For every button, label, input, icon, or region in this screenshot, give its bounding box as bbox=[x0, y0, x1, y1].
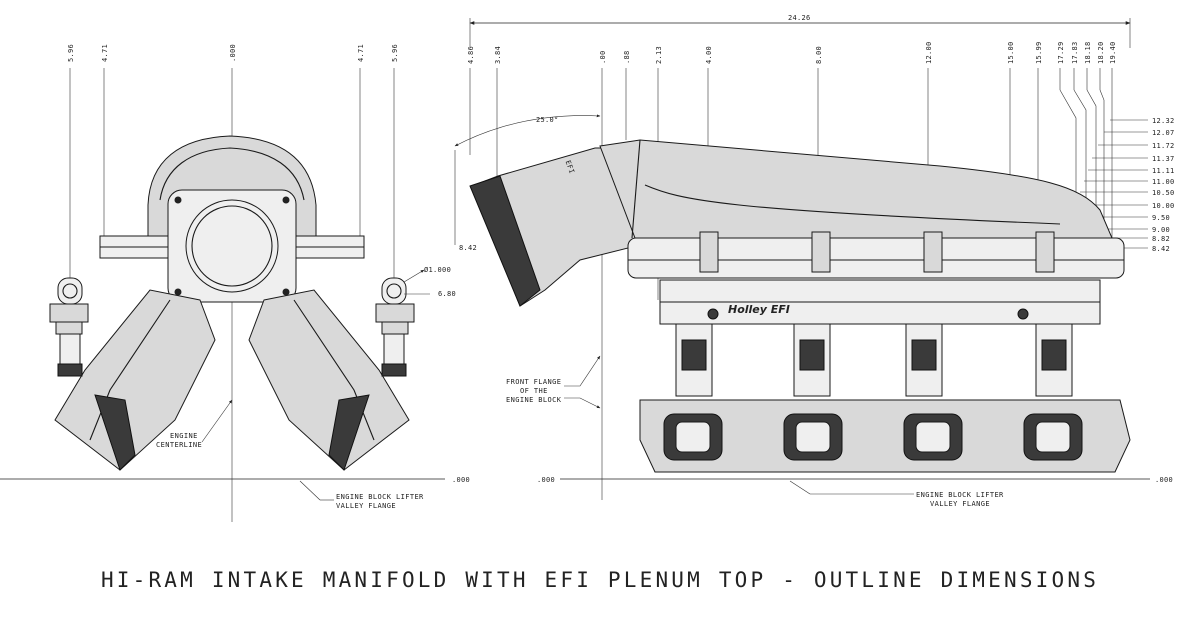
right-dim-1: 12.32 bbox=[1152, 117, 1175, 125]
right-runner bbox=[248, 289, 410, 471]
engine-centerline-note-1: ENGINE bbox=[170, 432, 198, 440]
side-plenum bbox=[599, 139, 1113, 239]
right-dim-7: 10.50 bbox=[1152, 189, 1175, 197]
angle-label: 25.0° bbox=[536, 116, 559, 124]
side-dim-5: 2.13 bbox=[655, 46, 663, 64]
side-dim-3: .00 bbox=[599, 50, 607, 64]
drawing-title: HI-RAM INTAKE MANIFOLD WITH EFI PLENUM T… bbox=[100, 568, 1100, 592]
side-injectors bbox=[675, 323, 1073, 397]
side-dim-9: 15.00 bbox=[1007, 41, 1015, 64]
side-logo: Holley EFI bbox=[728, 303, 790, 316]
side-lower-base bbox=[639, 399, 1131, 473]
right-dim-6: 11.00 bbox=[1152, 178, 1175, 186]
side-view: 24.26 .000 .000 4.86 3.84 .00 .88 2.13 4… bbox=[454, 14, 1175, 508]
front-lifter-note-1: ENGINE BLOCK LIFTER bbox=[336, 493, 424, 501]
right-dim-2: 12.07 bbox=[1152, 129, 1175, 137]
front-flange-note-2: OF THE bbox=[520, 387, 548, 395]
front-dim-3: .000 bbox=[229, 44, 237, 62]
side-throttle-flange bbox=[469, 175, 541, 307]
side-dim-11: 17.29 bbox=[1057, 41, 1065, 64]
intake-ports bbox=[663, 413, 1083, 461]
left-runner bbox=[54, 289, 216, 471]
flange-clips bbox=[699, 231, 1055, 273]
left-height-label: 8.42 bbox=[459, 244, 477, 252]
front-flange-note-3: ENGINE BLOCK bbox=[506, 396, 562, 404]
front-dim-1: 5.96 bbox=[67, 44, 75, 62]
front-baseline-label: .000 bbox=[452, 476, 470, 484]
right-dim-10: 9.00 bbox=[1152, 226, 1170, 234]
side-lifter-note-1: ENGINE BLOCK LIFTER bbox=[916, 491, 1004, 499]
side-dim-15: 19.40 bbox=[1109, 41, 1117, 64]
engine-centerline-note-2: CENTERLINE bbox=[156, 441, 202, 449]
right-dim-12: 8.42 bbox=[1152, 245, 1170, 253]
side-dim-4: .88 bbox=[623, 50, 631, 64]
right-dim-8: 10.00 bbox=[1152, 202, 1175, 210]
diameter-label: Ø1.000 bbox=[424, 266, 451, 274]
front-view: .000 5.96 4.71 .000 4.71 5.96 bbox=[0, 44, 470, 522]
side-dim-2: 3.84 bbox=[494, 46, 502, 64]
side-dim-12: 17.83 bbox=[1071, 41, 1079, 64]
overall-length-label: 24.26 bbox=[788, 14, 811, 22]
throttle-bore bbox=[185, 199, 279, 293]
angle-arc bbox=[454, 114, 601, 147]
front-lifter-note-2: VALLEY FLANGE bbox=[336, 502, 396, 510]
right-injector bbox=[375, 277, 415, 377]
front-dim-2: 4.71 bbox=[101, 44, 109, 62]
side-dim-10: 15.99 bbox=[1035, 41, 1043, 64]
height-label: 6.80 bbox=[438, 290, 456, 298]
side-dim-14: 18.20 bbox=[1097, 41, 1105, 64]
side-dim-8: 12.00 bbox=[925, 41, 933, 64]
right-dim-3: 11.72 bbox=[1152, 142, 1175, 150]
side-baseline-right: .000 bbox=[1155, 476, 1173, 484]
side-dim-6: 4.00 bbox=[705, 46, 713, 64]
front-dim-4: 4.71 bbox=[357, 44, 365, 62]
front-flange-note-1: FRONT FLANGE bbox=[506, 378, 561, 386]
side-dim-13: 18.18 bbox=[1084, 41, 1092, 64]
side-dim-1: 4.86 bbox=[467, 46, 475, 64]
right-height-dims: 12.32 12.07 11.72 11.37 11.11 11.00 10.5… bbox=[1076, 117, 1175, 253]
side-lifter-note-2: VALLEY FLANGE bbox=[930, 500, 990, 508]
right-dim-5: 11.11 bbox=[1152, 167, 1175, 175]
side-baseline-left: .000 bbox=[537, 476, 555, 484]
side-dim-7: 8.00 bbox=[815, 46, 823, 64]
side-base-flange bbox=[627, 237, 1125, 279]
left-injector bbox=[49, 277, 89, 377]
right-dim-11: 8.82 bbox=[1152, 235, 1170, 243]
right-dim-9: 9.50 bbox=[1152, 214, 1170, 222]
right-dim-4: 11.37 bbox=[1152, 155, 1175, 163]
front-dim-5: 5.96 bbox=[391, 44, 399, 62]
